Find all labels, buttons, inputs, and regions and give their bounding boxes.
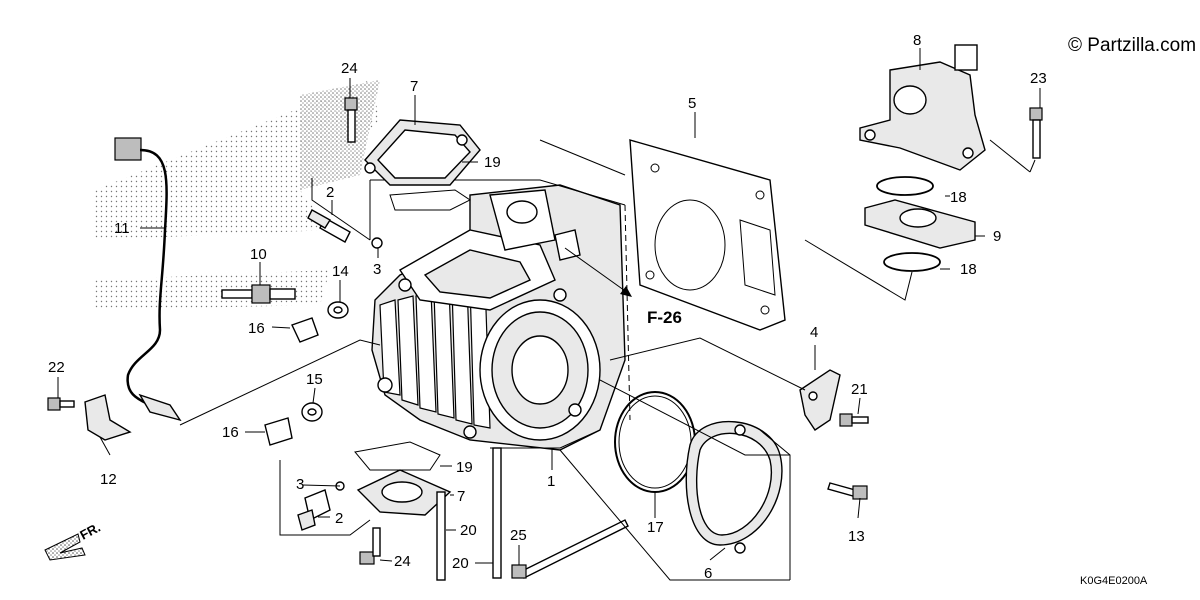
callout-12: 12	[100, 471, 117, 488]
stud-20-b	[492, 447, 502, 579]
washer-15	[301, 402, 323, 422]
valve-guide-bottom	[297, 481, 345, 531]
callout-18: 18	[950, 189, 967, 206]
callout-24: 24	[394, 553, 411, 570]
bolt-24-bottom	[359, 527, 381, 565]
gasket-19-top	[389, 189, 471, 211]
callout-13: 13	[848, 528, 865, 545]
callout-10: 10	[250, 246, 267, 263]
reference-label: F-26	[647, 308, 682, 327]
bolt-21	[839, 413, 869, 427]
callout-5: 5	[688, 95, 696, 112]
bracket-2-3-top	[311, 178, 371, 241]
callout-16: 16	[222, 424, 239, 441]
stud-20-a	[436, 491, 446, 581]
bracket-2-3-bottom	[279, 460, 371, 536]
front-marker-label: FR.	[77, 520, 103, 543]
gasket-19-bottom	[354, 441, 441, 471]
bracket-12	[84, 394, 132, 441]
callout-17: 17	[647, 519, 664, 536]
callout-15: 15	[306, 371, 323, 388]
callout-11: 11	[114, 220, 130, 237]
callout-19: 19	[484, 154, 501, 171]
callout-9: 9	[993, 228, 1001, 245]
callout-16: 16	[248, 320, 265, 337]
spark-plug	[221, 284, 296, 304]
oring-18-lower	[883, 252, 941, 272]
reference-arrow	[564, 247, 632, 297]
bolt-23	[1029, 107, 1043, 159]
cap-16-upper	[291, 317, 319, 343]
callout-2: 2	[335, 510, 343, 527]
leader-lines	[57, 48, 1041, 581]
callout-7: 7	[410, 78, 418, 95]
callout-2: 2	[326, 184, 334, 201]
callout-3: 3	[296, 476, 304, 493]
callout-8: 8	[913, 32, 921, 49]
callout-7: 7	[457, 488, 465, 505]
cap-16-lower	[264, 417, 293, 446]
gasket-5	[629, 139, 786, 331]
valve-guide-top	[307, 209, 383, 249]
callout-22: 22	[48, 359, 65, 376]
callout-4: 4	[810, 324, 818, 341]
callout-14: 14	[332, 263, 349, 280]
callout-20: 20	[452, 555, 469, 572]
bolt-13	[827, 482, 868, 500]
long-bolt-25	[511, 519, 629, 579]
bolt-22	[47, 397, 75, 411]
callout-6: 6	[704, 565, 712, 582]
valve-cover-top	[364, 119, 481, 186]
copyright-text: © Partzilla.com	[1068, 35, 1196, 56]
side-cover-6	[685, 420, 783, 554]
callout-24: 24	[341, 60, 358, 77]
oring-18-upper	[876, 176, 934, 196]
sensor-wire	[114, 137, 182, 422]
plate-4	[799, 369, 841, 431]
diagram-code: K0G4E0200A	[1080, 575, 1148, 587]
callout-19: 19	[456, 459, 473, 476]
valve-cover-bottom	[356, 469, 452, 516]
callout-18: 18	[960, 261, 977, 278]
insulator-9	[864, 199, 976, 249]
callout-3: 3	[373, 261, 381, 278]
bolt-24-top	[344, 97, 358, 143]
callout-20: 20	[460, 522, 477, 539]
callout-25: 25	[510, 527, 527, 544]
cylinder-head	[371, 184, 626, 451]
front-arrow-icon	[44, 533, 86, 561]
washer-14	[327, 301, 349, 319]
intake-manifold-8	[859, 44, 986, 171]
callout-21: 21	[851, 381, 868, 398]
callout-labels: 1 2 2 3 3 4 5 6 7 7 8 9 10 11 12 13 14 1…	[48, 32, 1047, 582]
callout-23: 23	[1030, 70, 1047, 87]
cooling-fins	[379, 279, 491, 429]
callout-1: 1	[547, 473, 555, 490]
oring-17	[614, 391, 696, 493]
oring-17-inner	[618, 395, 692, 489]
